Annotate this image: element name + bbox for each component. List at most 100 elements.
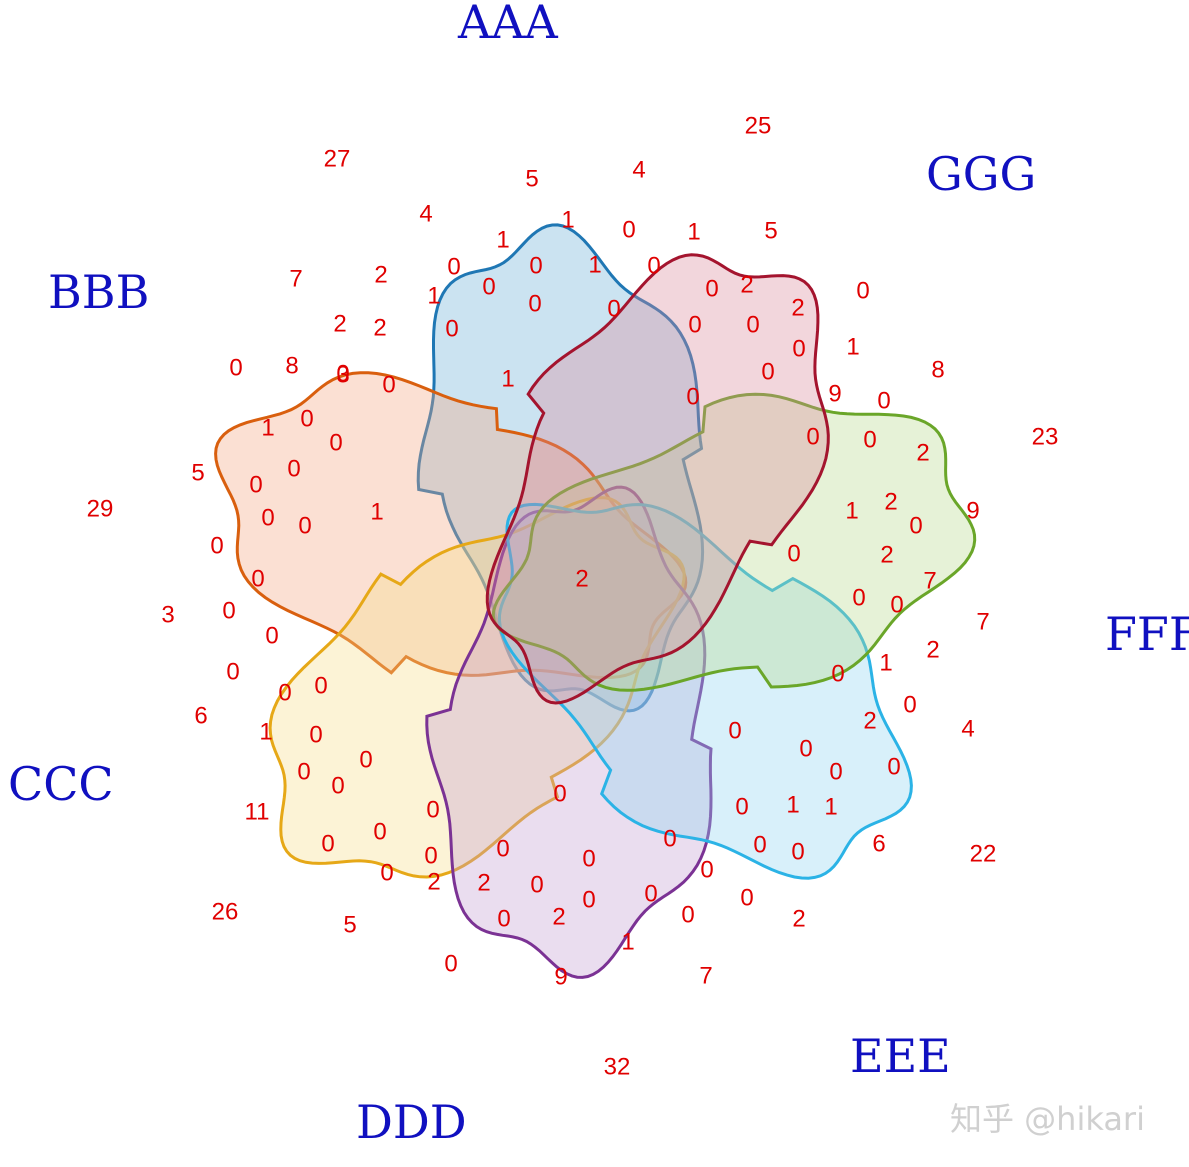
set-label-eee: EEE bbox=[850, 1029, 951, 1083]
set-labels: AAA BBB CCC DDD EEE FFF GGG bbox=[8, 0, 1189, 1149]
region-count: 29 bbox=[87, 495, 114, 522]
region-count: 8 bbox=[285, 352, 298, 379]
region-count: 0 bbox=[278, 679, 291, 706]
region-count: 0 bbox=[700, 856, 713, 883]
set-petal-bbb bbox=[214, 371, 688, 680]
region-count: 7 bbox=[289, 265, 302, 292]
region-count: 9 bbox=[554, 963, 567, 990]
region-count: 26 bbox=[212, 898, 239, 925]
region-count: 5 bbox=[343, 911, 356, 938]
set-label-ddd: DDD bbox=[356, 1095, 467, 1149]
region-count: 0 bbox=[336, 360, 349, 387]
region-count: 0 bbox=[359, 746, 372, 773]
region-count: 0 bbox=[829, 758, 842, 785]
region-count: 5 bbox=[191, 459, 204, 486]
region-count: 0 bbox=[863, 426, 876, 453]
region-count: 0 bbox=[249, 471, 262, 498]
region-count: 2 bbox=[884, 488, 897, 515]
region-count: 0 bbox=[753, 831, 766, 858]
region-count: 4 bbox=[632, 156, 645, 183]
watermark-text: 知乎 @hikari bbox=[950, 1100, 1145, 1138]
region-count: 1 bbox=[687, 218, 700, 245]
region-count: 2 bbox=[552, 903, 565, 930]
region-count: 0 bbox=[681, 901, 694, 928]
region-count: 1 bbox=[588, 251, 601, 278]
set-petal-ddd bbox=[425, 485, 713, 979]
region-count: 0 bbox=[380, 859, 393, 886]
region-count: 5 bbox=[525, 165, 538, 192]
region-count: 23 bbox=[1032, 423, 1059, 450]
set-petals bbox=[214, 223, 977, 979]
region-count: 0 bbox=[426, 796, 439, 823]
region-count: 1 bbox=[786, 791, 799, 818]
region-count: 0 bbox=[787, 540, 800, 567]
region-count: 0 bbox=[331, 772, 344, 799]
region-count: 0 bbox=[792, 335, 805, 362]
region-count: 0 bbox=[582, 845, 595, 872]
region-count: 11 bbox=[245, 798, 270, 825]
region-count: 2 bbox=[791, 294, 804, 321]
region-count: 0 bbox=[647, 252, 660, 279]
region-count: 0 bbox=[622, 216, 635, 243]
region-count: 2 bbox=[740, 271, 753, 298]
region-count: 9 bbox=[966, 497, 979, 524]
region-count: 2 bbox=[477, 869, 490, 896]
region-count: 0 bbox=[222, 597, 235, 624]
set-label-ccc: CCC bbox=[8, 757, 114, 811]
region-count: 0 bbox=[877, 387, 890, 414]
region-count: 0 bbox=[261, 504, 274, 531]
region-count: 0 bbox=[856, 277, 869, 304]
region-count: 2 bbox=[880, 541, 893, 568]
region-count: 0 bbox=[496, 835, 509, 862]
region-count: 0 bbox=[447, 253, 460, 280]
region-count: 1 bbox=[496, 226, 509, 253]
region-count: 0 bbox=[329, 429, 342, 456]
region-count: 1 bbox=[824, 793, 837, 820]
region-count: 0 bbox=[210, 532, 223, 559]
region-count: 0 bbox=[735, 793, 748, 820]
region-count: 0 bbox=[287, 455, 300, 482]
set-petal-ggg bbox=[485, 253, 830, 705]
region-count: 22 bbox=[970, 840, 997, 867]
region-count: 0 bbox=[497, 905, 510, 932]
region-count: 0 bbox=[251, 565, 264, 592]
region-count: 8 bbox=[931, 356, 944, 383]
region-count: 6 bbox=[872, 830, 885, 857]
region-count: 0 bbox=[297, 758, 310, 785]
set-label-bbb: BBB bbox=[48, 265, 149, 319]
set-petal-fff bbox=[491, 392, 977, 692]
region-count: 1 bbox=[427, 282, 440, 309]
region-count: 0 bbox=[746, 311, 759, 338]
region-count: 2 bbox=[916, 439, 929, 466]
region-count: 0 bbox=[806, 423, 819, 450]
region-count: 0 bbox=[852, 584, 865, 611]
region-count: 1 bbox=[879, 649, 892, 676]
region-count: 2 bbox=[374, 261, 387, 288]
region-count: 0 bbox=[298, 512, 311, 539]
region-count: 0 bbox=[582, 886, 595, 913]
region-count: 7 bbox=[923, 567, 936, 594]
region-count: 0 bbox=[482, 273, 495, 300]
region-count: 0 bbox=[831, 660, 844, 687]
region-count: 0 bbox=[890, 591, 903, 618]
region-count: 25 bbox=[745, 112, 772, 139]
region-count: 0 bbox=[686, 383, 699, 410]
region-count: 0 bbox=[903, 691, 916, 718]
region-count: 1 bbox=[846, 333, 859, 360]
region-count: 3 bbox=[336, 361, 349, 388]
region-count: 0 bbox=[705, 275, 718, 302]
region-count: 0 bbox=[644, 880, 657, 907]
region-count: 0 bbox=[229, 354, 242, 381]
set-label-fff: FFF bbox=[1105, 607, 1189, 661]
region-count: 0 bbox=[553, 780, 566, 807]
region-count: 0 bbox=[382, 371, 395, 398]
region-count: 0 bbox=[373, 818, 386, 845]
region-count: 2 bbox=[373, 314, 386, 341]
region-count: 3 bbox=[161, 601, 174, 628]
region-count: 0 bbox=[799, 735, 812, 762]
region-count: 32 bbox=[604, 1053, 631, 1080]
region-count: 1 bbox=[259, 718, 272, 745]
region-count: 5 bbox=[764, 217, 777, 244]
region-count: 0 bbox=[309, 721, 322, 748]
region-count: 0 bbox=[528, 290, 541, 317]
